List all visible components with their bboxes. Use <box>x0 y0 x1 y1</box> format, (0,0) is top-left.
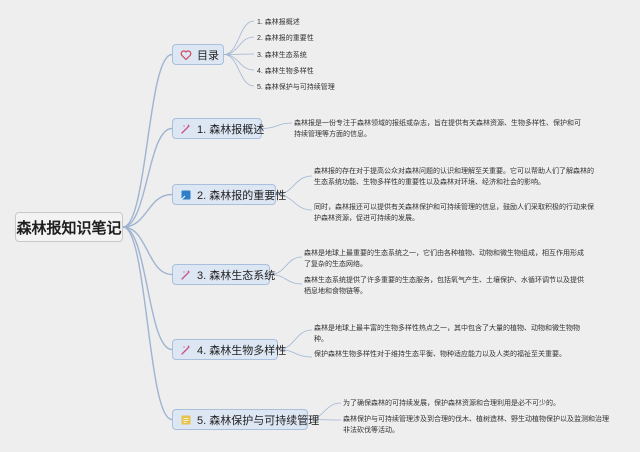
toc-item[interactable]: 1. 森林报概述 <box>257 19 300 26</box>
connector-curve <box>223 54 255 71</box>
sparkle-wand-icon <box>179 122 192 135</box>
connector-curve <box>122 193 173 228</box>
note-text: 森林是地球上最丰富的生物多样性热点之一，其中包含了大量的植物、动物和微生物物种。 <box>314 325 580 343</box>
note-text: 森林报是一份专注于森林领域的报纸或杂志，旨在提供有关森林资源、生物多样性、保护和… <box>294 120 581 138</box>
branch-label: 1. 森林报概述 <box>197 123 265 136</box>
connector-curve <box>261 122 293 129</box>
heart-icon <box>179 48 192 61</box>
note-text: 同时，森林报还可以提供有关森林保护和可持续管理的信息，鼓励人们采取积极的行动来保… <box>314 204 594 222</box>
connector-curve <box>223 20 255 55</box>
toc-item[interactable]: 2. 森林报的重要性 <box>257 35 314 42</box>
connector-curve <box>122 226 173 351</box>
connector-curve <box>122 127 173 228</box>
branch-label: 2. 森林报的重要性 <box>197 189 287 202</box>
connector-curve <box>122 226 173 276</box>
connector-curve <box>223 36 255 55</box>
branch-toc[interactable]: 目录 <box>172 44 224 65</box>
connector-curve <box>122 53 173 228</box>
note-text: 森林是地球上最重要的生态系统之一，它们由各种植物、动物和微生物组成，相互作用形成… <box>304 250 584 268</box>
toc-item[interactable]: 3. 森林生态系统 <box>257 52 307 59</box>
branch-protection[interactable]: 5. 森林保护与可持续管理 <box>172 409 319 430</box>
branch-label: 目录 <box>197 49 219 62</box>
connector-curve <box>122 226 173 421</box>
sparkle-wand-icon <box>179 343 192 356</box>
note-text: 森林生态系统提供了许多重要的生态服务，包括氧气产生、土壤保护、水循环调节以及提供… <box>304 277 584 295</box>
branch-label: 5. 森林保护与可持续管理 <box>197 414 320 427</box>
branch-importance[interactable]: 2. 森林报的重要性 <box>172 184 286 205</box>
toc-item[interactable]: 4. 森林生物多样性 <box>257 68 314 75</box>
branch-label: 3. 森林生态系统 <box>197 269 276 282</box>
branch-biodiversity[interactable]: 4. 森林生物多样性 <box>172 339 286 360</box>
note-text: 森林保护与可持续管理涉及到合理的伐木、植树造林、野生动植物保护以及监测和治理非法… <box>343 416 609 434</box>
note-text: 森林报的存在对于提高公众对森林问题的认识和理解至关重要。它可以帮助人们了解森林的… <box>314 168 594 186</box>
sparkle-wand-icon <box>179 268 192 281</box>
note-icon <box>179 413 192 426</box>
toc-item[interactable]: 5. 森林保护与可持续管理 <box>257 84 335 91</box>
note-text: 保护森林生物多样性对于维持生态平衡、物种适应能力以及人类的福祉至关重要。 <box>314 351 566 358</box>
note-text: 为了确保森林的可持续发展，保护森林资源和合理利用是必不可少的。 <box>343 400 560 407</box>
branch-label: 4. 森林生物多样性 <box>197 344 287 357</box>
connector-curve <box>223 54 255 87</box>
connector-curve <box>223 53 255 55</box>
flag-icon <box>179 188 192 201</box>
branch-overview[interactable]: 1. 森林报概述 <box>172 118 265 139</box>
root-title: 森林报知识笔记 <box>16 219 122 237</box>
root-node[interactable]: 森林报知识笔记 <box>15 212 123 242</box>
branch-ecosystem[interactable]: 3. 森林生态系统 <box>172 264 275 285</box>
